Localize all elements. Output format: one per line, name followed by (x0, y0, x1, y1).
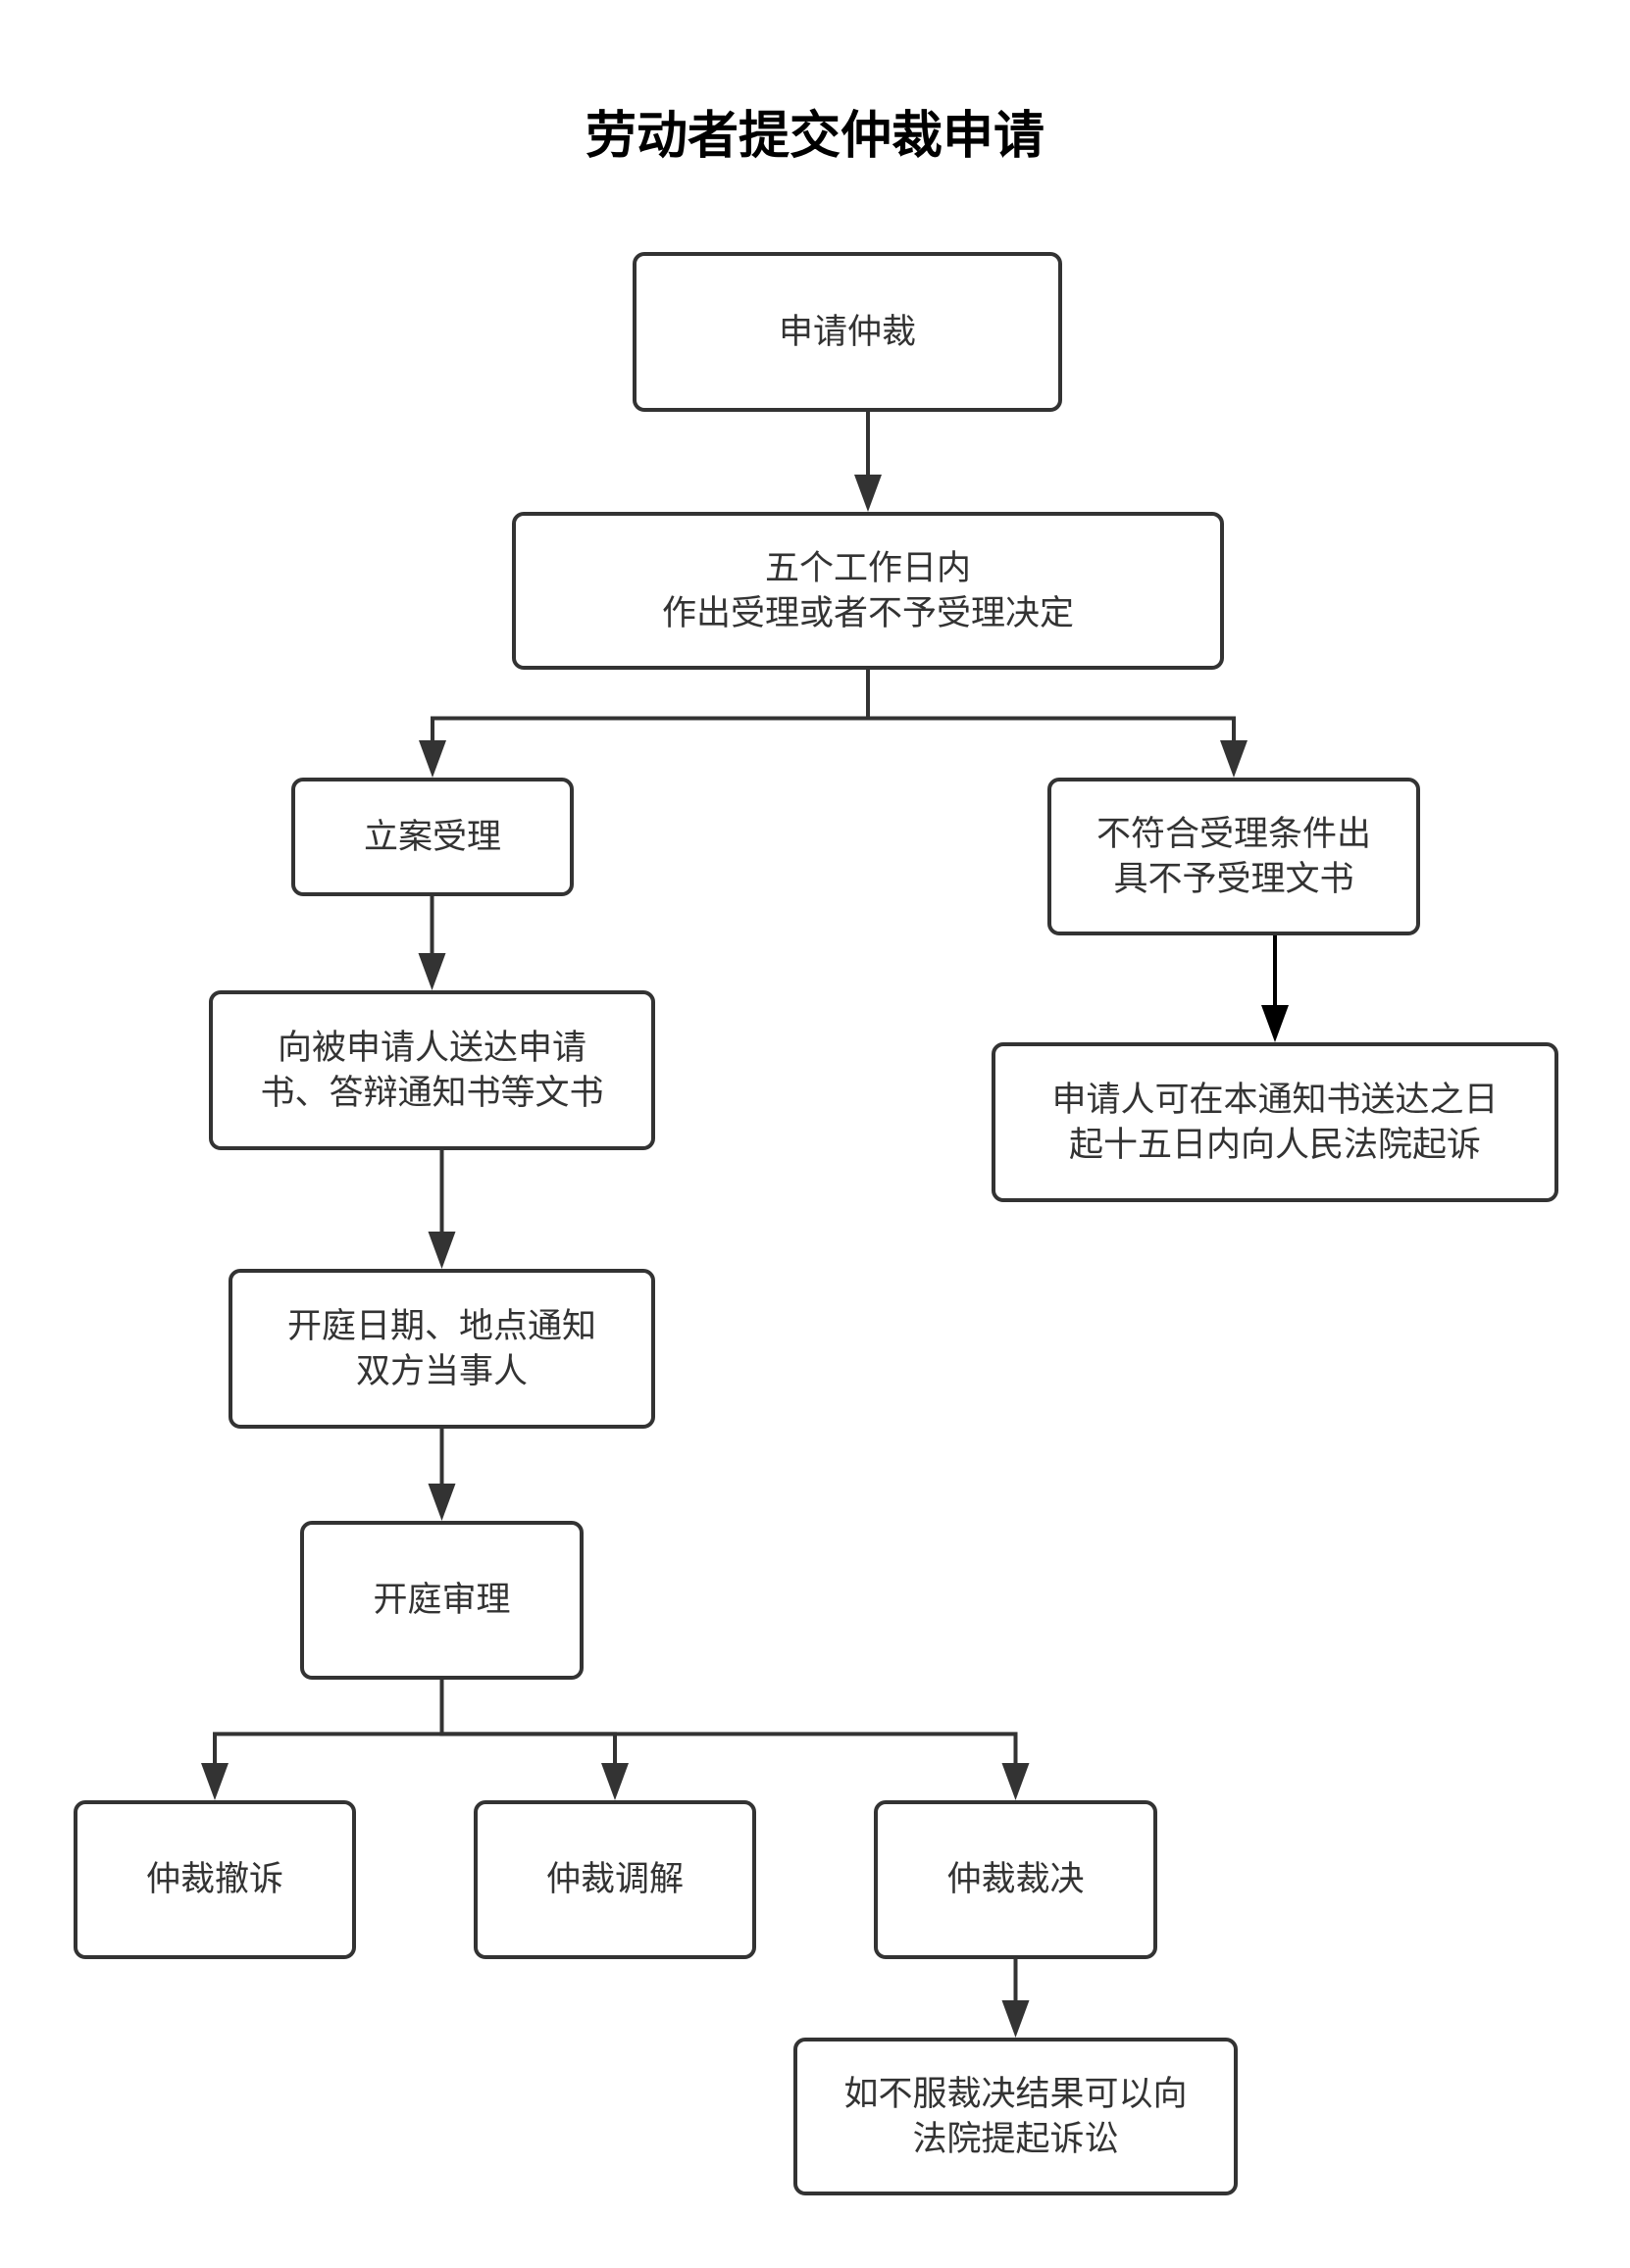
node-accept-line-1: 立案受理 (363, 817, 501, 857)
node-hearing: 开庭审理 (300, 1521, 584, 1680)
edge-hearing-to-award (439, 1680, 1018, 1765)
arrowhead-icon (418, 953, 446, 990)
arrowhead-icon (1220, 740, 1248, 778)
arrowhead-icon (428, 1484, 456, 1521)
node-notify-line-2: 双方当事人 (355, 1351, 528, 1391)
node-decision-line-1: 五个工作日内 (764, 548, 971, 588)
arrowhead-icon (201, 1763, 229, 1800)
node-apply-line-1: 申请仲裁 (778, 312, 916, 352)
node-hearing-line-1: 开庭审理 (373, 1581, 511, 1620)
node-reject: 不符合受理条件出 具不予受理文书 (1047, 778, 1420, 935)
arrowhead-icon (1001, 2000, 1030, 2038)
node-award-line-1: 仲裁裁决 (946, 1860, 1085, 1899)
node-withdraw: 仲裁撤诉 (74, 1800, 356, 1959)
node-award: 仲裁裁决 (874, 1800, 1157, 1959)
node-reject-line-1: 不符合受理条件出 (1095, 814, 1371, 854)
node-reject-line-2: 具不予受理文书 (1113, 859, 1354, 899)
node-mediation-line-1: 仲裁调解 (545, 1860, 684, 1899)
arrowhead-icon (1001, 1763, 1030, 1800)
node-serve: 向被申请人送达申请 书、答辩通知书等文书 (209, 990, 655, 1150)
node-withdraw-line-1: 仲裁撤诉 (145, 1860, 283, 1899)
arrowhead-icon (601, 1763, 629, 1800)
node-appeal-line-1: 如不服裁决结果可以向 (843, 2074, 1188, 2114)
edge-decision-to-accept (431, 670, 870, 742)
node-mediation: 仲裁调解 (474, 1800, 756, 1959)
node-appeal: 如不服裁决结果可以向 法院提起诉讼 (793, 2038, 1238, 2195)
node-apply: 申请仲裁 (633, 252, 1062, 412)
node-serve-line-1: 向被申请人送达申请 (277, 1028, 586, 1068)
node-accept: 立案受理 (291, 778, 574, 896)
edge-hearing-to-withdraw (213, 1680, 444, 1765)
node-notify-line-1: 开庭日期、地点通知 (286, 1306, 596, 1346)
node-reject-sue: 申请人可在本通知书送达之日 起十五日内向人民法院起诉 (992, 1042, 1558, 1202)
node-reject-sue-line-1: 申请人可在本通知书送达之日 (1051, 1080, 1499, 1120)
arrowhead-icon (854, 475, 882, 512)
node-serve-line-2: 书、答辩通知书等文书 (260, 1073, 604, 1113)
arrowhead-icon (419, 740, 446, 778)
arrowhead-icon (428, 1232, 456, 1269)
node-notify: 开庭日期、地点通知 双方当事人 (229, 1269, 655, 1429)
node-appeal-line-2: 法院提起诉讼 (912, 2119, 1119, 2159)
arrowhead-icon (1261, 1005, 1289, 1042)
node-decision: 五个工作日内 作出受理或者不予受理决定 (512, 512, 1224, 670)
node-reject-sue-line-2: 起十五日内向人民法院起诉 (1068, 1125, 1481, 1165)
edge-decision-to-reject (866, 670, 1236, 742)
edge-hearing-to-mediation (439, 1680, 617, 1765)
node-decision-line-2: 作出受理或者不予受理决定 (661, 593, 1074, 633)
diagram-title: 劳动者提交仲裁申请 (585, 107, 1044, 166)
